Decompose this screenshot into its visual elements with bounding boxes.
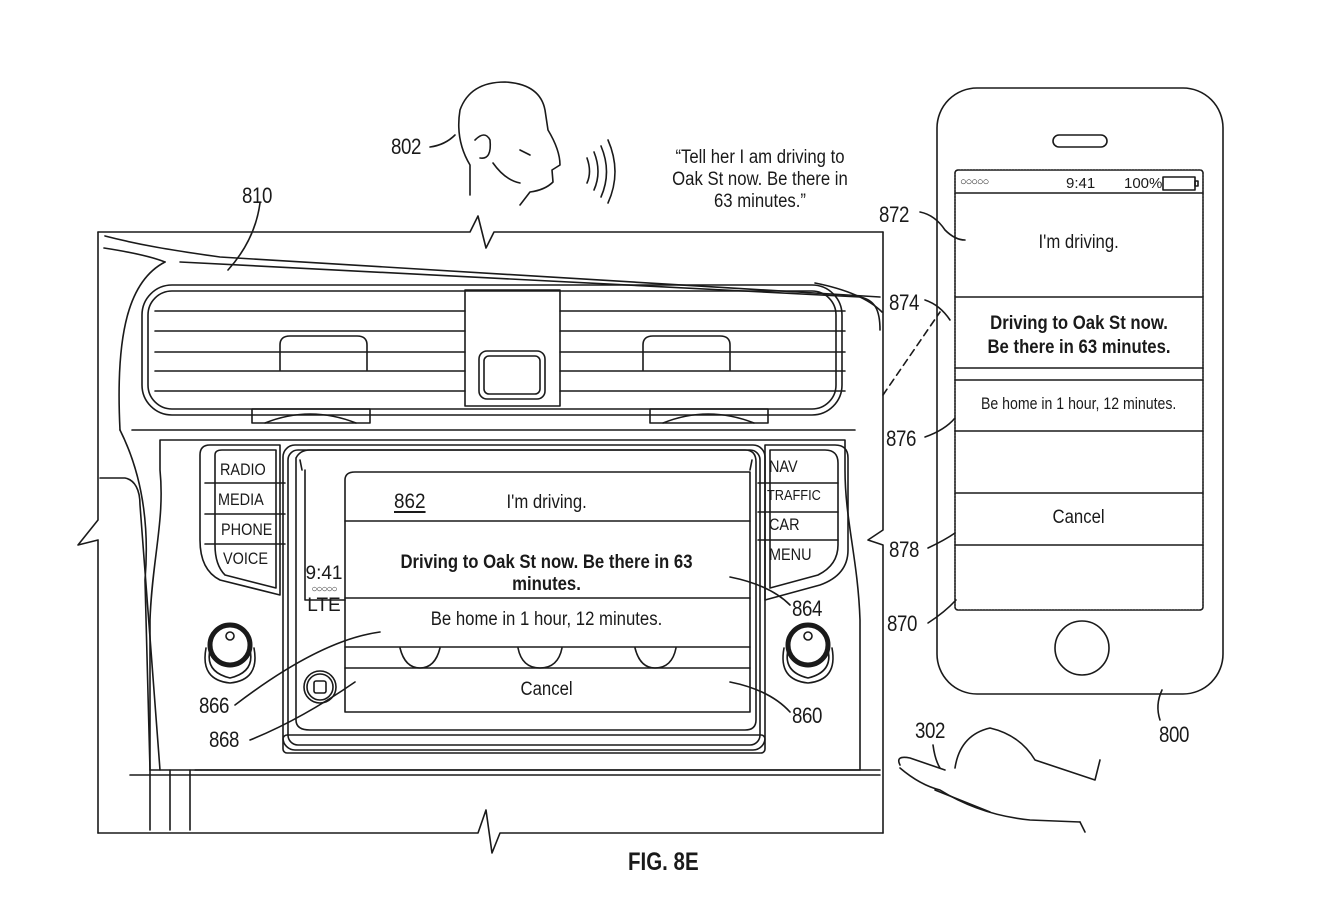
ref-car-home-button: 868 bbox=[209, 727, 239, 752]
dash-trim bbox=[103, 235, 883, 431]
phone-button[interactable]: PHONE bbox=[221, 520, 273, 539]
ref-dashboard: 810 bbox=[242, 183, 272, 208]
car-popup-ref: 862 bbox=[394, 490, 426, 513]
phone-option-2[interactable]: Be home in 1 hour, 12 minutes. bbox=[981, 394, 1177, 413]
air-vent bbox=[131, 284, 856, 431]
phone-signal-icon: ○○○○○ bbox=[960, 176, 989, 188]
traffic-button[interactable]: TRAFFIC bbox=[767, 487, 821, 504]
media-button[interactable]: MEDIA bbox=[218, 490, 264, 509]
figure-caption: FIG. 8E bbox=[628, 848, 699, 876]
phone-battery-percent: 100% bbox=[1124, 175, 1163, 192]
left-knob[interactable] bbox=[204, 622, 256, 684]
ref-user: 802 bbox=[391, 134, 421, 159]
car-option-2[interactable]: Be home in 1 hour, 12 minutes. bbox=[430, 609, 663, 630]
car-option-selected[interactable]: Driving to Oak St now. Be there in 63 mi… bbox=[400, 552, 693, 595]
car-status-bar: 9:41 ○○○○○ LTE bbox=[304, 564, 344, 616]
phone-time: 9:41 bbox=[1066, 175, 1096, 192]
car-button[interactable]: CAR bbox=[769, 515, 800, 534]
ref-phone: 800 bbox=[1159, 722, 1189, 747]
user-hand bbox=[897, 727, 1101, 833]
car-network: LTE bbox=[307, 595, 341, 616]
car-popup: 862 I'm driving. Driving to Oak St now. … bbox=[345, 474, 750, 712]
ref-phone-popup: 870 bbox=[887, 611, 917, 636]
ref-phone-option-2: 876 bbox=[886, 426, 916, 451]
phone-home-button[interactable] bbox=[1054, 620, 1110, 676]
spoken-command: “Tell her I am driving to Oak St now. Be… bbox=[672, 147, 848, 212]
car-popup-frame bbox=[304, 469, 751, 713]
phone-body bbox=[936, 87, 1224, 695]
head-unit-bezel bbox=[99, 429, 881, 831]
car-home-button[interactable] bbox=[303, 670, 337, 704]
nav-button[interactable]: NAV bbox=[769, 457, 798, 476]
car-signal-icon: ○○○○○ bbox=[311, 584, 337, 595]
user-head bbox=[457, 81, 561, 206]
sound-waves-icon bbox=[586, 139, 616, 204]
menu-button[interactable]: MENU bbox=[769, 545, 812, 564]
ref-car-popup: 860 bbox=[792, 703, 822, 728]
car-icon bbox=[399, 647, 441, 669]
right-button-pad bbox=[757, 444, 849, 601]
message-icon bbox=[517, 647, 563, 669]
phone-popup-title: I'm driving. bbox=[1038, 232, 1120, 253]
car-cancel-button[interactable]: Cancel bbox=[520, 679, 573, 700]
ref-phone-cancel: 878 bbox=[889, 537, 919, 562]
radio-button[interactable]: RADIO bbox=[220, 460, 266, 479]
right-knob[interactable] bbox=[782, 622, 834, 684]
ref-phone-selected-option: 874 bbox=[889, 290, 919, 315]
ref-car-option-2: 866 bbox=[199, 693, 229, 718]
ref-car-selected-option: 864 bbox=[792, 596, 822, 621]
car-popup-title: I'm driving. bbox=[506, 492, 587, 513]
leader-lines bbox=[227, 134, 1163, 769]
left-button-pad bbox=[199, 444, 286, 596]
ref-phone-title: 872 bbox=[879, 202, 909, 227]
phone-cancel-button[interactable]: Cancel bbox=[1052, 507, 1106, 528]
voice-button[interactable]: VOICE bbox=[223, 549, 268, 568]
screen-bezel bbox=[282, 444, 766, 754]
dashboard-frame bbox=[77, 215, 884, 854]
phone-option-selected[interactable]: Driving to Oak St now. Be there in 63 mi… bbox=[987, 313, 1171, 358]
car-time: 9:41 bbox=[305, 563, 343, 584]
phone-icon bbox=[634, 647, 677, 669]
ref-hand: 302 bbox=[915, 718, 945, 743]
